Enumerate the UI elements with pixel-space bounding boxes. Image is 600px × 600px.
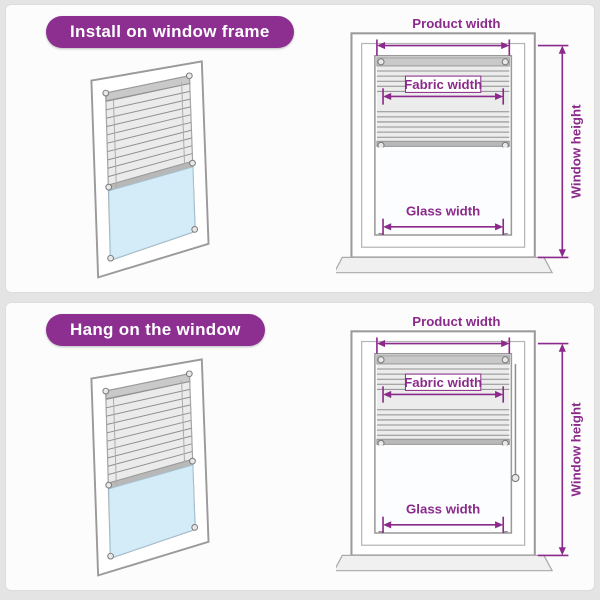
pleated-blind-stripes xyxy=(105,83,193,178)
window-perspective-illustration xyxy=(90,60,210,279)
pull-cord xyxy=(511,363,520,483)
product-width-label: Product width xyxy=(412,16,500,31)
glass-width-label: Glass width xyxy=(406,204,480,219)
pleated-blind-stripes xyxy=(376,70,510,138)
panel-install-on-window-frame: Install on window frame xyxy=(5,4,595,293)
dimension-fabric-width: Fabric width xyxy=(382,75,505,105)
pleated-blind-front xyxy=(376,57,510,235)
fabric-width-label: Fabric width xyxy=(404,375,482,390)
dimension-window-height: Window height xyxy=(537,342,584,557)
glass-width-label: Glass width xyxy=(406,502,480,517)
window-height-label: Window height xyxy=(569,402,584,497)
glass-pane xyxy=(376,445,510,531)
window-height-label: Window height xyxy=(569,104,584,199)
mounting-pins xyxy=(102,72,199,262)
badge-hang-on-the-window: Hang on the window xyxy=(46,314,265,346)
dimension-fabric-width: Fabric width xyxy=(382,373,505,403)
pleated-blind-stripes xyxy=(105,381,193,476)
measurement-diagram: Product width Fabric width Glass width xyxy=(336,16,584,274)
panel-hang-on-the-window: Hang on the window xyxy=(5,302,595,591)
mounting-pins xyxy=(102,370,199,560)
pleated-blind-perspective xyxy=(105,373,194,490)
window-perspective-illustration xyxy=(90,358,210,577)
product-width-label: Product width xyxy=(412,314,500,329)
dimension-glass-width: Glass width xyxy=(382,502,505,533)
dimension-window-height: Window height xyxy=(537,44,584,259)
glass-pane xyxy=(376,147,510,233)
window-sill xyxy=(336,256,554,274)
dimension-product-width: Product width xyxy=(376,314,511,354)
badge-install-on-window-frame: Install on window frame xyxy=(46,16,294,48)
window-sill xyxy=(336,554,554,572)
measurement-diagram: Product width Fabric width Glass width xyxy=(336,314,584,572)
fabric-width-label: Fabric width xyxy=(404,77,482,92)
pleated-blind-perspective xyxy=(105,75,194,192)
dimension-product-width: Product width xyxy=(376,16,511,56)
dimension-glass-width: Glass width xyxy=(382,204,505,236)
